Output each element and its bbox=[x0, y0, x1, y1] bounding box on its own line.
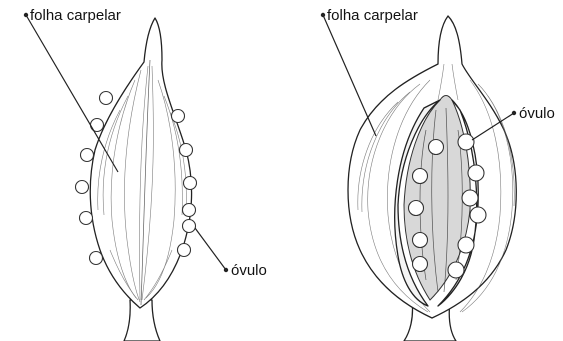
ovule bbox=[183, 204, 196, 217]
ovule bbox=[183, 220, 196, 233]
ovule bbox=[81, 149, 94, 162]
label-carpel-right: folha carpelar bbox=[327, 7, 418, 24]
ovule bbox=[413, 169, 428, 184]
ovule bbox=[180, 144, 193, 157]
ovule bbox=[80, 212, 93, 225]
ovule bbox=[470, 207, 486, 223]
ovule bbox=[458, 134, 474, 150]
leader-carpel-right bbox=[323, 15, 376, 136]
ovule bbox=[429, 140, 444, 155]
label-ovule-left: óvulo bbox=[231, 262, 267, 279]
closed-carpel-ovary: folha carpelar óvulo bbox=[321, 7, 555, 341]
ovule bbox=[90, 252, 103, 265]
ovule bbox=[178, 244, 191, 257]
ovule bbox=[413, 257, 428, 272]
ovule bbox=[462, 190, 478, 206]
ovule bbox=[458, 237, 474, 253]
open-carpel-leaf: folha carpelar óvulo bbox=[24, 7, 267, 341]
leader-ovule-left bbox=[195, 228, 226, 270]
ovule bbox=[76, 181, 89, 194]
ovule bbox=[184, 177, 197, 190]
label-ovule-right: óvulo bbox=[519, 105, 555, 122]
ovule bbox=[100, 92, 113, 105]
label-carpel-left: folha carpelar bbox=[30, 7, 121, 24]
ovule bbox=[172, 110, 185, 123]
ovule bbox=[409, 201, 424, 216]
ovule bbox=[413, 233, 428, 248]
ovule bbox=[448, 262, 464, 278]
ovule bbox=[468, 165, 484, 181]
